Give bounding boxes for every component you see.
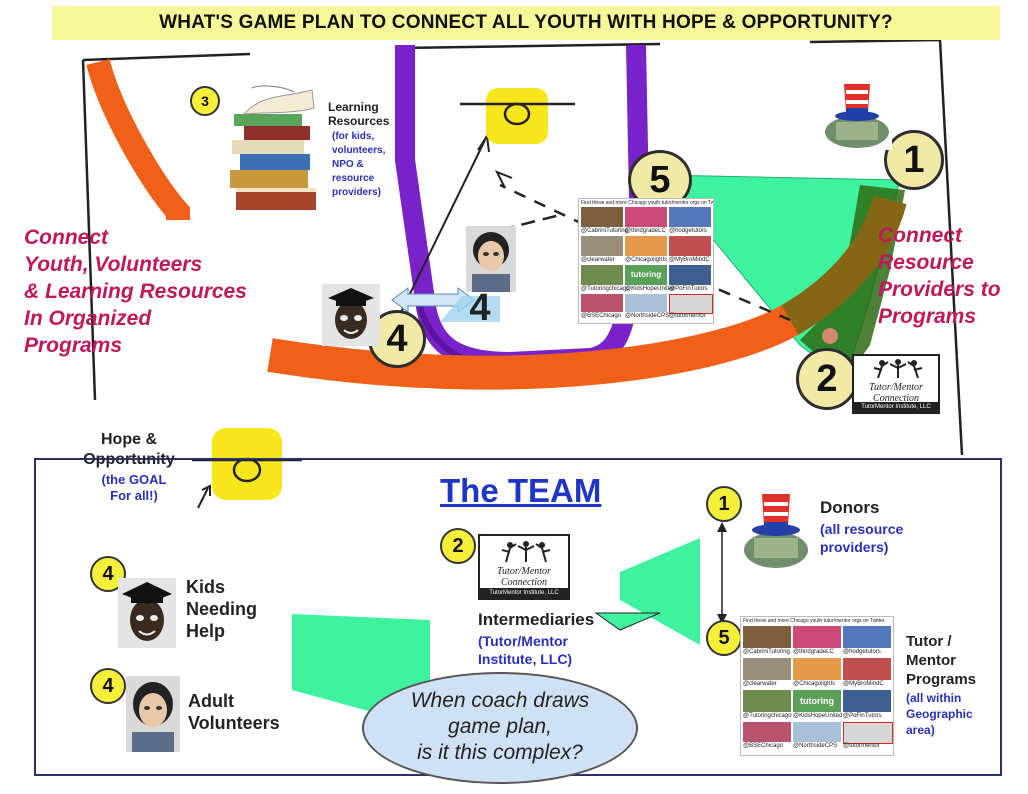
green-dot xyxy=(822,328,838,344)
hoop-top xyxy=(486,88,548,144)
coach-speech-bubble: When coach draws game plan, is it this c… xyxy=(362,672,638,784)
court-outline xyxy=(82,38,964,456)
program-collage-court: Find these and more Chicago youth tutor/… xyxy=(578,198,714,324)
intermediaries-badge: 2 xyxy=(440,528,476,564)
programs-badge: 5 xyxy=(706,620,742,656)
figures-icon xyxy=(873,359,923,379)
figures-icon xyxy=(501,541,551,563)
right-heading: Connect Resource Providers to Programs xyxy=(878,224,1001,328)
programs-label: Tutor / Mentor Programs xyxy=(906,633,977,688)
donors-badge: 1 xyxy=(706,486,742,522)
orange-left-arc xyxy=(86,58,190,220)
intermediaries-note: (Tutor/Mentor Institute, LLC) xyxy=(478,633,573,667)
hoop-bottom xyxy=(212,428,282,500)
learning-resources-title: Learning Resources xyxy=(328,100,390,128)
kids-label: Kids Needing Help xyxy=(186,577,258,641)
hope-label: Hope & Opportunity xyxy=(70,430,188,470)
court-badge-donors: 1 xyxy=(884,130,944,190)
tutor-mentor-logo-team: Tutor/Mentor Connection TutorMentor Inst… xyxy=(478,534,570,600)
kid-graduate-photo xyxy=(322,284,380,346)
collage-header: Find these and more Chicago youth tutor/… xyxy=(581,200,714,206)
donors-note: (all resource providers) xyxy=(820,521,904,555)
volunteer-team-photo xyxy=(126,676,180,752)
uncle-sam-team-icon xyxy=(742,484,810,570)
court-badge-intermediary: 2 xyxy=(796,348,858,410)
orange-arc-dark xyxy=(781,195,907,335)
court-badge-volunteer: 4 xyxy=(469,287,491,329)
intermediary-funnel-arrow xyxy=(594,612,661,631)
adult-volunteer-photo xyxy=(466,226,516,292)
page-title: WHAT'S GAME PLAN TO CONNECT ALL YOUTH WI… xyxy=(52,6,1000,40)
court-outline-left xyxy=(81,59,97,401)
hope-note: (the GOAL For all!) xyxy=(101,472,167,503)
learning-resources-badge: 3 xyxy=(190,86,220,116)
tutor-mentor-logo-court: Tutor/Mentor Connection TutorMentor Inst… xyxy=(852,354,940,414)
volunteers-badge: 4 xyxy=(90,668,126,704)
volunteers-label: Adult Volunteers xyxy=(188,691,280,733)
uncle-sam-donor-icon xyxy=(822,74,892,150)
learning-resources-note: (for kids, volunteers, NPO & resource pr… xyxy=(332,131,386,198)
left-heading: Connect Youth, Volunteers & Learning Res… xyxy=(24,226,247,357)
books-icon xyxy=(230,85,316,210)
program-collage-team: Find these and more Chicago youth tutor/… xyxy=(740,616,894,756)
donors-label: Donors xyxy=(820,498,880,517)
kid-team-photo xyxy=(118,578,176,648)
intermediaries-label: Intermediaries xyxy=(478,610,595,629)
intermediary-funnel-left xyxy=(620,538,700,645)
team-title: The TEAM xyxy=(440,472,602,509)
programs-note: (all within Geographic area) xyxy=(906,691,973,737)
